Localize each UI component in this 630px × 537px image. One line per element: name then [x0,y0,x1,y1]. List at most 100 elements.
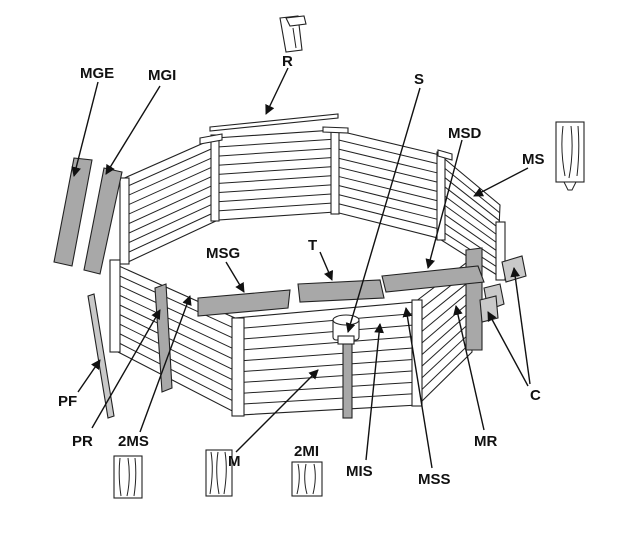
part-c-corner-3 [479,295,499,323]
label-ms: MS [522,151,545,168]
plank-line [417,341,473,394]
arrow-c-2 [487,311,529,387]
label-t: T [308,237,317,254]
plank-line [112,291,237,351]
corner-post-front-right [411,299,423,407]
part-pf [87,293,115,419]
arrow-pr [91,309,161,429]
arrow-t [319,251,334,281]
top-clip-right [437,149,453,161]
pool-structure [109,126,506,419]
part-2ms-plank-icon [113,455,143,499]
arrow-2ms [139,295,192,433]
label-2ms: 2MS [118,433,149,450]
plank-line [237,358,417,373]
plank-line [116,341,240,405]
label-mge: MGE [80,65,114,82]
arrow-r [265,67,289,115]
plank-line [114,311,238,373]
plank-line [334,193,439,221]
corner-post-back-right [330,127,340,215]
plank-line [238,370,418,384]
plank-line [415,290,471,337]
plank-line [334,156,440,184]
front-wall-panel [234,301,419,416]
label-pf: PF [58,393,77,410]
arrow-msd [425,139,463,269]
coping-board-msd [381,265,485,293]
label-mr: MR [474,433,497,450]
corner-post-back-left [210,134,220,222]
part-ms-plank-icon [555,121,585,191]
label-msg: MSG [206,245,240,262]
label-c: C [530,387,541,404]
arrow-ms [473,167,529,197]
plank-line [239,393,418,405]
plank-line [334,184,439,211]
label-msd: MSD [448,125,482,142]
top-clip-mid [322,126,349,134]
arrow-mgi [105,85,161,175]
plank-line [334,138,440,165]
plank-line [438,191,499,237]
plank-line [217,202,336,212]
plank-line [215,147,336,157]
plank-line [115,331,240,394]
corner-post-right [495,221,506,281]
corner-post-right-back [436,151,446,241]
plank-line [439,163,500,214]
corner-post-left-back [119,177,130,265]
arrow-mr [453,305,485,431]
part-2mi-plank-icon [291,461,323,497]
callout-arrows [71,67,531,469]
plank-line [126,201,218,245]
arrow-mis [365,323,384,461]
plank-line [217,193,336,203]
part-mge-board [53,157,93,267]
plank-line [120,146,216,190]
plank-line [236,335,417,351]
arrow-c-1 [510,267,531,385]
arrow-mss [402,307,433,469]
label-mgi: MGI [148,67,176,84]
plank-line [122,164,217,208]
arrow-pf [77,359,101,393]
plank-line [437,228,498,268]
coping-board-t [297,279,385,303]
plank-line [110,271,236,330]
plank-line [238,381,418,394]
arrow-m [235,369,319,453]
plank-line [438,219,498,260]
plank-line [416,320,472,372]
back-left-wall-panel [119,137,219,263]
plank-line [123,173,217,217]
arrow-s [345,87,421,333]
plank-line [126,210,218,254]
plank-line [115,321,239,384]
label-r: R [282,53,293,70]
part-m-plank-icon [205,449,233,497]
corner-post-left [109,259,121,353]
label-mss: MSS [418,471,451,488]
label-pr: PR [72,433,93,450]
plank-line [216,165,336,175]
plank-line [215,156,336,166]
part-r-rail [209,113,339,132]
label-mis: MIS [346,463,373,480]
plank-line [334,175,440,202]
plank-line [438,209,499,253]
plank-line [216,175,336,185]
plank-line [111,281,237,341]
plank-line [416,310,472,360]
skimmer [332,314,360,345]
plank-line [334,147,440,174]
plank-line [415,280,471,326]
coping-board-msg [197,289,291,317]
plank-line [215,138,336,148]
plank-line [439,173,500,221]
arrow-mge [71,81,99,177]
plank-line [438,200,499,245]
plank-line [237,347,417,362]
plank-line [121,155,216,199]
